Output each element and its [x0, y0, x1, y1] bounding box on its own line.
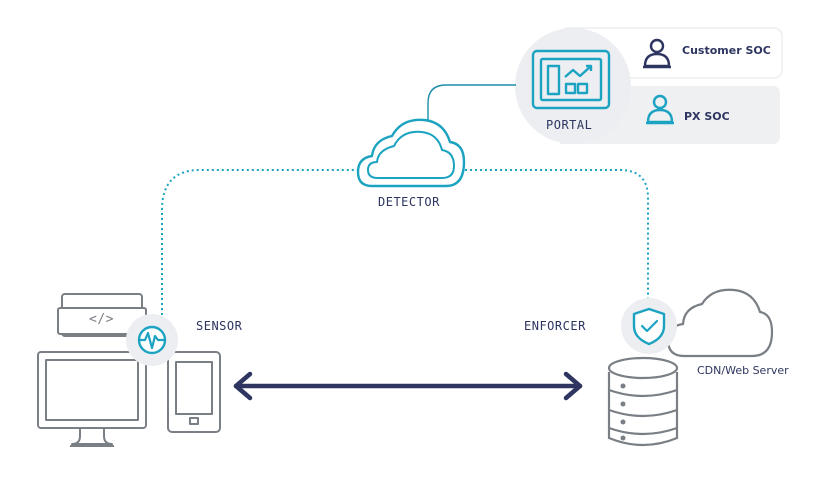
px-soc-user-icon: [646, 94, 674, 125]
px-soc-label: PX SOC: [684, 110, 730, 123]
customer-soc-user-icon: [643, 38, 671, 69]
tablet: [167, 351, 221, 433]
client-devices: [37, 293, 221, 447]
customer-soc-label: Customer SOC: [682, 44, 771, 57]
detector-cloud-icon: [356, 118, 466, 188]
monitor: [37, 351, 147, 429]
sensor-badge: [126, 314, 178, 366]
dashboard-chart-icon: [531, 49, 611, 110]
enforcer-badge: [621, 298, 677, 354]
pulse-icon: [139, 331, 165, 350]
server-stack-icon: [607, 356, 679, 447]
enforcer-detector-link: [460, 169, 649, 300]
detector-label: DETECTOR: [378, 195, 440, 209]
portal-label: PORTAL: [546, 118, 593, 132]
enforcer-label: ENFORCER: [524, 319, 586, 333]
shield-check-icon: [632, 307, 666, 346]
portal-badge: [515, 28, 631, 144]
cdn-cloud-icon: [666, 288, 774, 358]
code-tag-icon: </>: [89, 312, 114, 327]
traffic-arrow: [233, 371, 583, 401]
sensor-label: SENSOR: [196, 319, 243, 333]
portal-connector-line: [427, 84, 516, 126]
cdn-label: CDN/Web Server: [697, 364, 789, 377]
sensor-detector-link: [161, 169, 362, 335]
detector-links: [161, 169, 649, 335]
